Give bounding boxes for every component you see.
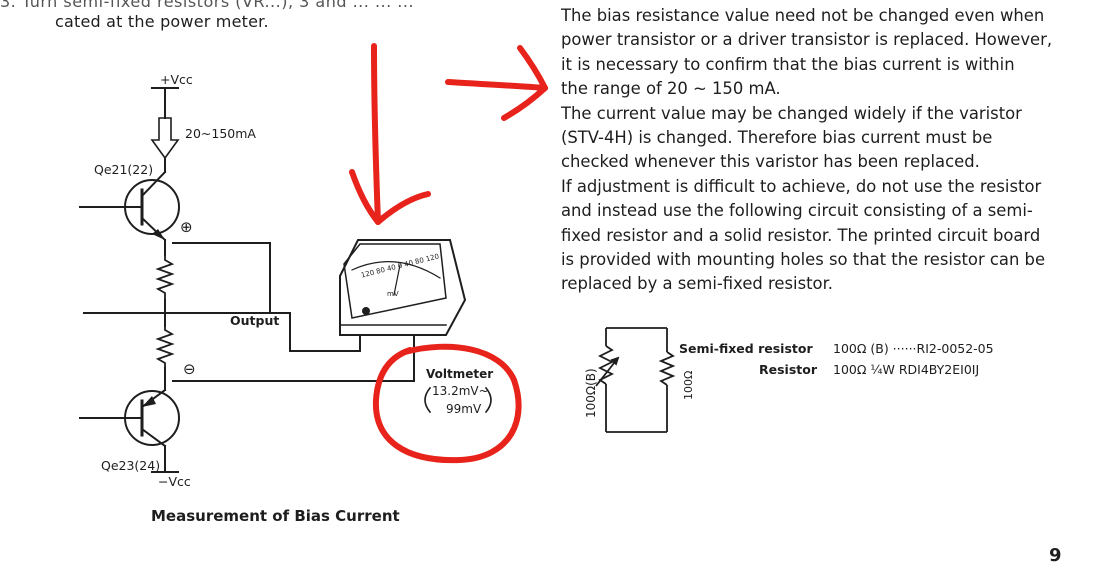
current-range-label: 20~150mA (185, 126, 256, 141)
voltmeter-range-2: 99mV (446, 402, 482, 416)
fixed-vertical-label: 100Ω (682, 370, 695, 400)
red-right-arrow-head (501, 45, 548, 121)
page-number: 9 (1049, 545, 1062, 566)
transistor-top-label: Qe21(22) (94, 162, 154, 177)
semi-fixed-resistor-label: Semi-fixed resistor (679, 341, 813, 356)
current-arrow-icon (150, 117, 180, 160)
paragraph-line: checked whenever this varistor has been … (561, 152, 980, 172)
paragraph-line: power transistor or a driver transistor … (561, 30, 1053, 50)
voltmeter-range-1: 13.2mV~ (432, 384, 489, 398)
meter-knob-icon (362, 307, 370, 315)
red-down-arrow-head (349, 169, 431, 225)
red-voltmeter-circle (372, 343, 522, 464)
resistor-value: 100Ω ¼W RDI4BY2EI0IJ (833, 362, 980, 377)
top-text-fragment: cated at the power meter. (55, 12, 269, 31)
paragraph-line: it is necessary to confirm that the bias… (561, 54, 1015, 74)
transistor-bottom-label: Qe23(24) (101, 458, 161, 473)
red-down-arrow-shaft (371, 43, 381, 225)
paragraph-line: the range of 20 ~ 150 mA. (561, 79, 781, 99)
paragraph-line: is provided with mounting holes so that … (561, 250, 1046, 270)
red-annotations (349, 43, 548, 464)
fixed-resistor-icon (658, 351, 676, 386)
paragraph-line: If adjustment is difficult to achieve, d… (561, 176, 1042, 196)
cropped-text-line: 3. Turn semi-fixed resistors (VR...), 3 … (0, 0, 415, 11)
paragraph-line: and instead use the following circuit co… (561, 201, 1033, 221)
meter-scale-arc (351, 261, 441, 279)
paragraph-line: (STV-4H) is changed. Therefore bias curr… (561, 128, 993, 148)
semi-fixed-vertical-label: 100Ω(B) (584, 368, 598, 418)
paragraph-line: The bias resistance value need not be ch… (561, 6, 1045, 25)
emitter-resistor-bottom-icon (155, 325, 175, 369)
semi-fixed-resistor-value: 100Ω (B) ······RI2-0052-05 (833, 341, 994, 356)
bias-description-paragraph: The bias resistance value need not be ch… (561, 4, 1061, 297)
paragraph-line: The current value may be changed widely … (561, 103, 1022, 123)
meter-unit-label: mV (387, 290, 399, 298)
paragraph-line: replaced by a semi-fixed resistor. (561, 274, 834, 294)
output-label: Output (230, 313, 280, 328)
vcc-negative-label: −Vcc (158, 474, 191, 489)
resistor-label: Resistor (759, 362, 817, 377)
meter-needle-icon (393, 264, 401, 296)
voltmeter-title: Voltmeter (426, 367, 494, 381)
diagram-caption: Measurement of Bias Current (151, 507, 400, 525)
minus-terminal-icon: ⊖ (183, 360, 196, 378)
emitter-resistor-top-icon (155, 254, 175, 301)
paragraph-line: fixed resistor and a solid resistor. The… (561, 225, 1041, 245)
vcc-positive-label: +Vcc (160, 72, 193, 87)
plus-terminal-icon: ⊕ (180, 218, 193, 236)
red-right-arrow-shaft (445, 79, 548, 91)
voltmeter-body (339, 239, 467, 336)
